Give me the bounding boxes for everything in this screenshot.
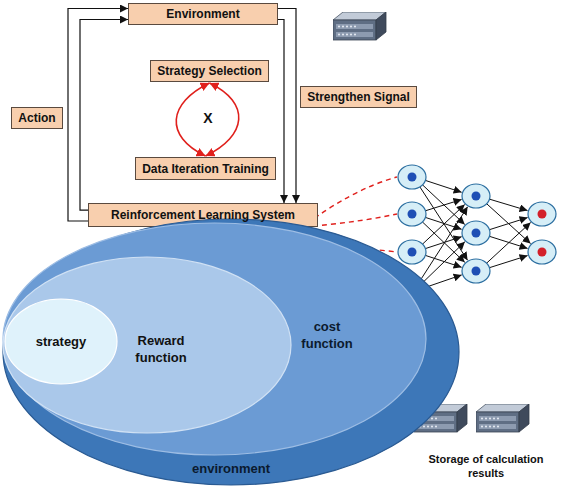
flow-arrow xyxy=(278,9,296,204)
box-label: Action xyxy=(18,111,55,125)
region-ellipse: strategy xyxy=(4,298,118,385)
network-link xyxy=(425,255,461,267)
neuron xyxy=(528,240,556,264)
ellipse-shape xyxy=(3,219,459,485)
connectors xyxy=(68,9,296,222)
neuron-core xyxy=(408,173,417,182)
network-link xyxy=(489,218,527,230)
region-label: environment xyxy=(191,460,271,477)
neuron-core xyxy=(408,210,417,219)
neuron-core xyxy=(472,192,481,201)
neuron xyxy=(398,202,426,226)
network-link xyxy=(487,204,531,244)
neuron xyxy=(398,165,426,189)
box-label: Strategy Selection xyxy=(157,64,262,78)
box-label: Data Iteration Training xyxy=(142,162,269,176)
server-icon xyxy=(476,404,529,432)
region-label: cost function xyxy=(296,318,358,352)
neuron xyxy=(462,259,490,283)
server-icon xyxy=(333,12,386,40)
action-box: Action xyxy=(11,107,63,129)
label-holder: strategy xyxy=(14,333,108,350)
process-box: Strategy Selection xyxy=(150,60,269,82)
flow-arrow xyxy=(80,20,128,211)
signal-box: Strengthen Signal xyxy=(300,86,417,108)
region-ellipse: environment cost function Reward function s… xyxy=(2,218,460,486)
label-holder: Storage of calculation results xyxy=(416,452,556,480)
neuron-core xyxy=(472,267,481,276)
caption-label: Storage of calculation results xyxy=(416,452,556,480)
neuron xyxy=(528,202,556,226)
neuron xyxy=(462,184,490,208)
network-link xyxy=(425,200,461,211)
network-link xyxy=(490,199,528,210)
arrow-label: X xyxy=(196,109,220,127)
ellipse-shape xyxy=(3,257,291,433)
label-holder: environment xyxy=(191,460,271,477)
region-label: Reward function xyxy=(124,332,198,366)
network-link xyxy=(425,180,461,192)
box-label: Reinforcement Learning System xyxy=(111,208,295,222)
label-holder: cost function xyxy=(296,318,358,352)
region-ellipse: cost function Reward function strategy xyxy=(2,222,427,456)
label-holder: X xyxy=(196,109,220,127)
neuron xyxy=(398,240,426,264)
network-link xyxy=(420,207,468,281)
network-link xyxy=(420,187,468,260)
network-link xyxy=(422,222,464,262)
network-link xyxy=(425,237,461,249)
neuron-core xyxy=(472,229,481,238)
network-link xyxy=(423,185,465,225)
neuron-core xyxy=(538,248,547,257)
network-link xyxy=(425,275,461,288)
box-label: Environment xyxy=(166,7,239,21)
region-label: strategy xyxy=(14,333,108,350)
flow-arrow xyxy=(68,9,128,222)
neuron xyxy=(462,221,490,245)
network-link xyxy=(489,236,527,248)
network-link xyxy=(425,217,461,229)
label-holder: Reward function xyxy=(124,332,198,366)
region-ellipse: Reward function strategy xyxy=(2,256,292,434)
network-link xyxy=(487,222,531,263)
network-link xyxy=(423,205,465,245)
network-link xyxy=(489,256,527,268)
neuron-core xyxy=(538,210,547,219)
neuron-core xyxy=(408,248,417,257)
process-box: Data Iteration Training xyxy=(135,157,276,180)
ellipse-shape xyxy=(5,299,117,384)
environment-box: Environment xyxy=(128,3,278,25)
flow-arrow xyxy=(278,20,284,204)
network-link xyxy=(422,242,465,283)
ellipse-shape xyxy=(3,223,426,455)
box-label: Strengthen Signal xyxy=(307,90,410,104)
